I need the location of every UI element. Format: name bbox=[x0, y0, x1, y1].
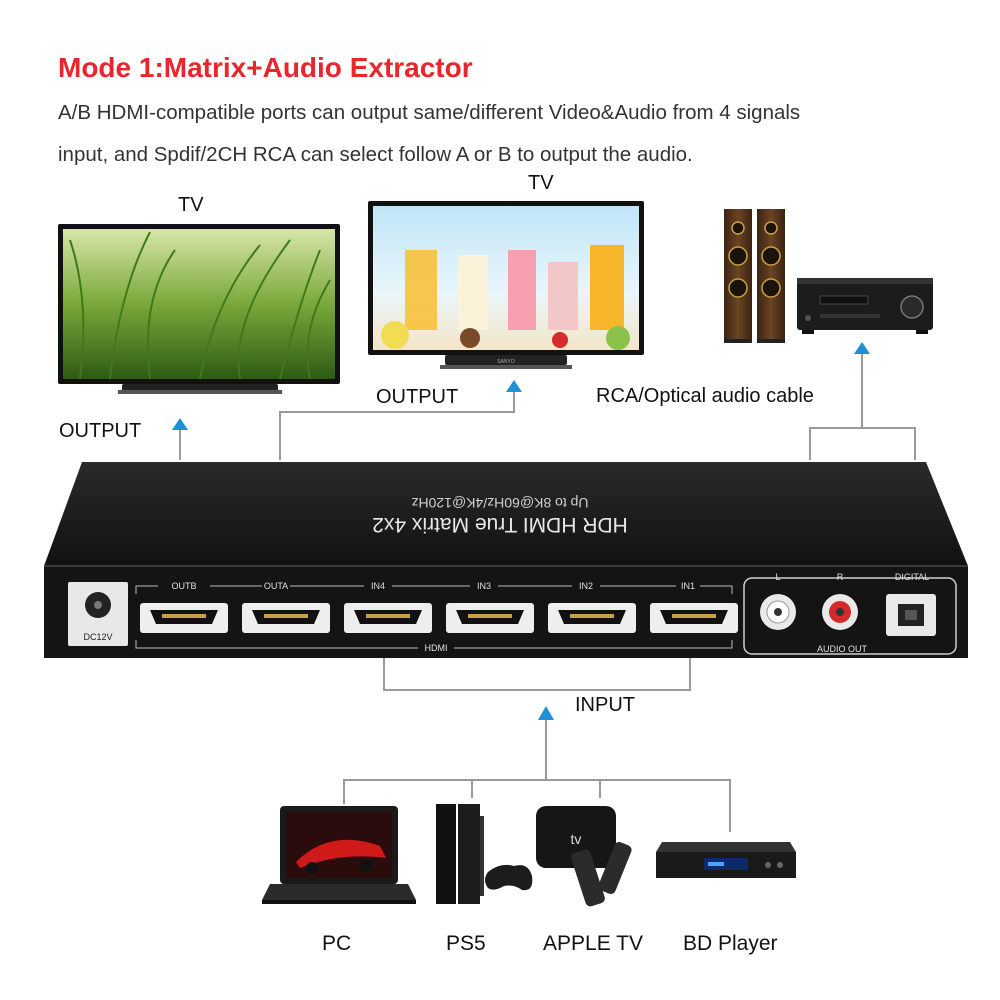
tv-right: SANYO bbox=[368, 201, 644, 369]
description-line-1: A/B HDMI-compatible ports can output sam… bbox=[58, 101, 801, 124]
hdmi-port-in3 bbox=[446, 603, 534, 633]
port-label-in1: IN1 bbox=[681, 581, 695, 591]
port-label-in4: IN4 bbox=[371, 581, 385, 591]
output-left-label: OUTPUT bbox=[59, 420, 142, 442]
arrow-up-icon bbox=[538, 706, 554, 720]
port-label-outb: OUTB bbox=[171, 581, 196, 591]
arrow-up-icon bbox=[506, 380, 522, 392]
output-arrows bbox=[172, 342, 870, 430]
hdmi-ports bbox=[140, 603, 738, 633]
svg-text:tv: tv bbox=[571, 831, 582, 847]
hdmi-matrix-device: HDR HDMI True Matrix 4x2 Up to 8K@60Hz/4… bbox=[44, 462, 968, 658]
page-title: Mode 1:Matrix+Audio Extractor bbox=[58, 52, 473, 83]
pc-laptop-icon bbox=[262, 806, 416, 904]
arrow-up-icon bbox=[854, 342, 870, 354]
output-connection-lines bbox=[179, 352, 916, 460]
tv-right-label: TV bbox=[528, 172, 554, 194]
power-label: DC12V bbox=[83, 632, 112, 642]
input-connection-lines bbox=[343, 658, 731, 832]
output-right-label: OUTPUT bbox=[376, 386, 459, 408]
digital-label: DIGITAL bbox=[895, 572, 929, 582]
audio-l-label: L bbox=[775, 572, 780, 582]
bd-player-icon bbox=[656, 842, 796, 878]
hdmi-port-in2 bbox=[548, 603, 636, 633]
arrow-up-icon bbox=[172, 418, 188, 430]
port-label-outa: OUTA bbox=[264, 581, 288, 591]
optical-port bbox=[886, 594, 936, 636]
source-label-bd-player: BD Player bbox=[683, 932, 778, 955]
hdmi-label: HDMI bbox=[425, 643, 448, 653]
source-label-apple-tv: APPLE TV bbox=[543, 932, 643, 955]
av-receiver-icon bbox=[797, 278, 933, 334]
speakers-icon bbox=[724, 209, 785, 343]
hdmi-port-outa bbox=[242, 603, 330, 633]
tv-left-label: TV bbox=[178, 194, 204, 216]
tv-left bbox=[58, 224, 340, 394]
audio-r-label: R bbox=[837, 572, 844, 582]
port-label-in3: IN3 bbox=[477, 581, 491, 591]
apple-tv-icon: tv bbox=[536, 806, 632, 907]
device-top-title: HDR HDMI True Matrix 4x2 bbox=[372, 513, 628, 536]
rca-left-port bbox=[760, 594, 796, 630]
tv-brand-text: SANYO bbox=[497, 359, 515, 365]
hdmi-port-outb bbox=[140, 603, 228, 633]
device-top-subtitle: Up to 8K@60Hz/4K@120Hz bbox=[411, 495, 588, 511]
audio-cable-label: RCA/Optical audio cable bbox=[596, 385, 814, 407]
port-label-in2: IN2 bbox=[579, 581, 593, 591]
source-label-pc: PC bbox=[322, 932, 352, 955]
audio-out-label: AUDIO OUT bbox=[817, 644, 868, 654]
input-label: INPUT bbox=[575, 694, 635, 716]
rca-right-port bbox=[822, 594, 858, 630]
source-label-ps5: PS5 bbox=[446, 932, 486, 955]
hdmi-port-in1 bbox=[650, 603, 738, 633]
hdmi-port-in4 bbox=[344, 603, 432, 633]
ps5-console-icon bbox=[436, 804, 533, 904]
description-line-2: input, and Spdif/2CH RCA can select foll… bbox=[58, 143, 693, 166]
audio-out-section: L R DIGITAL AUDIO OUT bbox=[743, 572, 957, 655]
